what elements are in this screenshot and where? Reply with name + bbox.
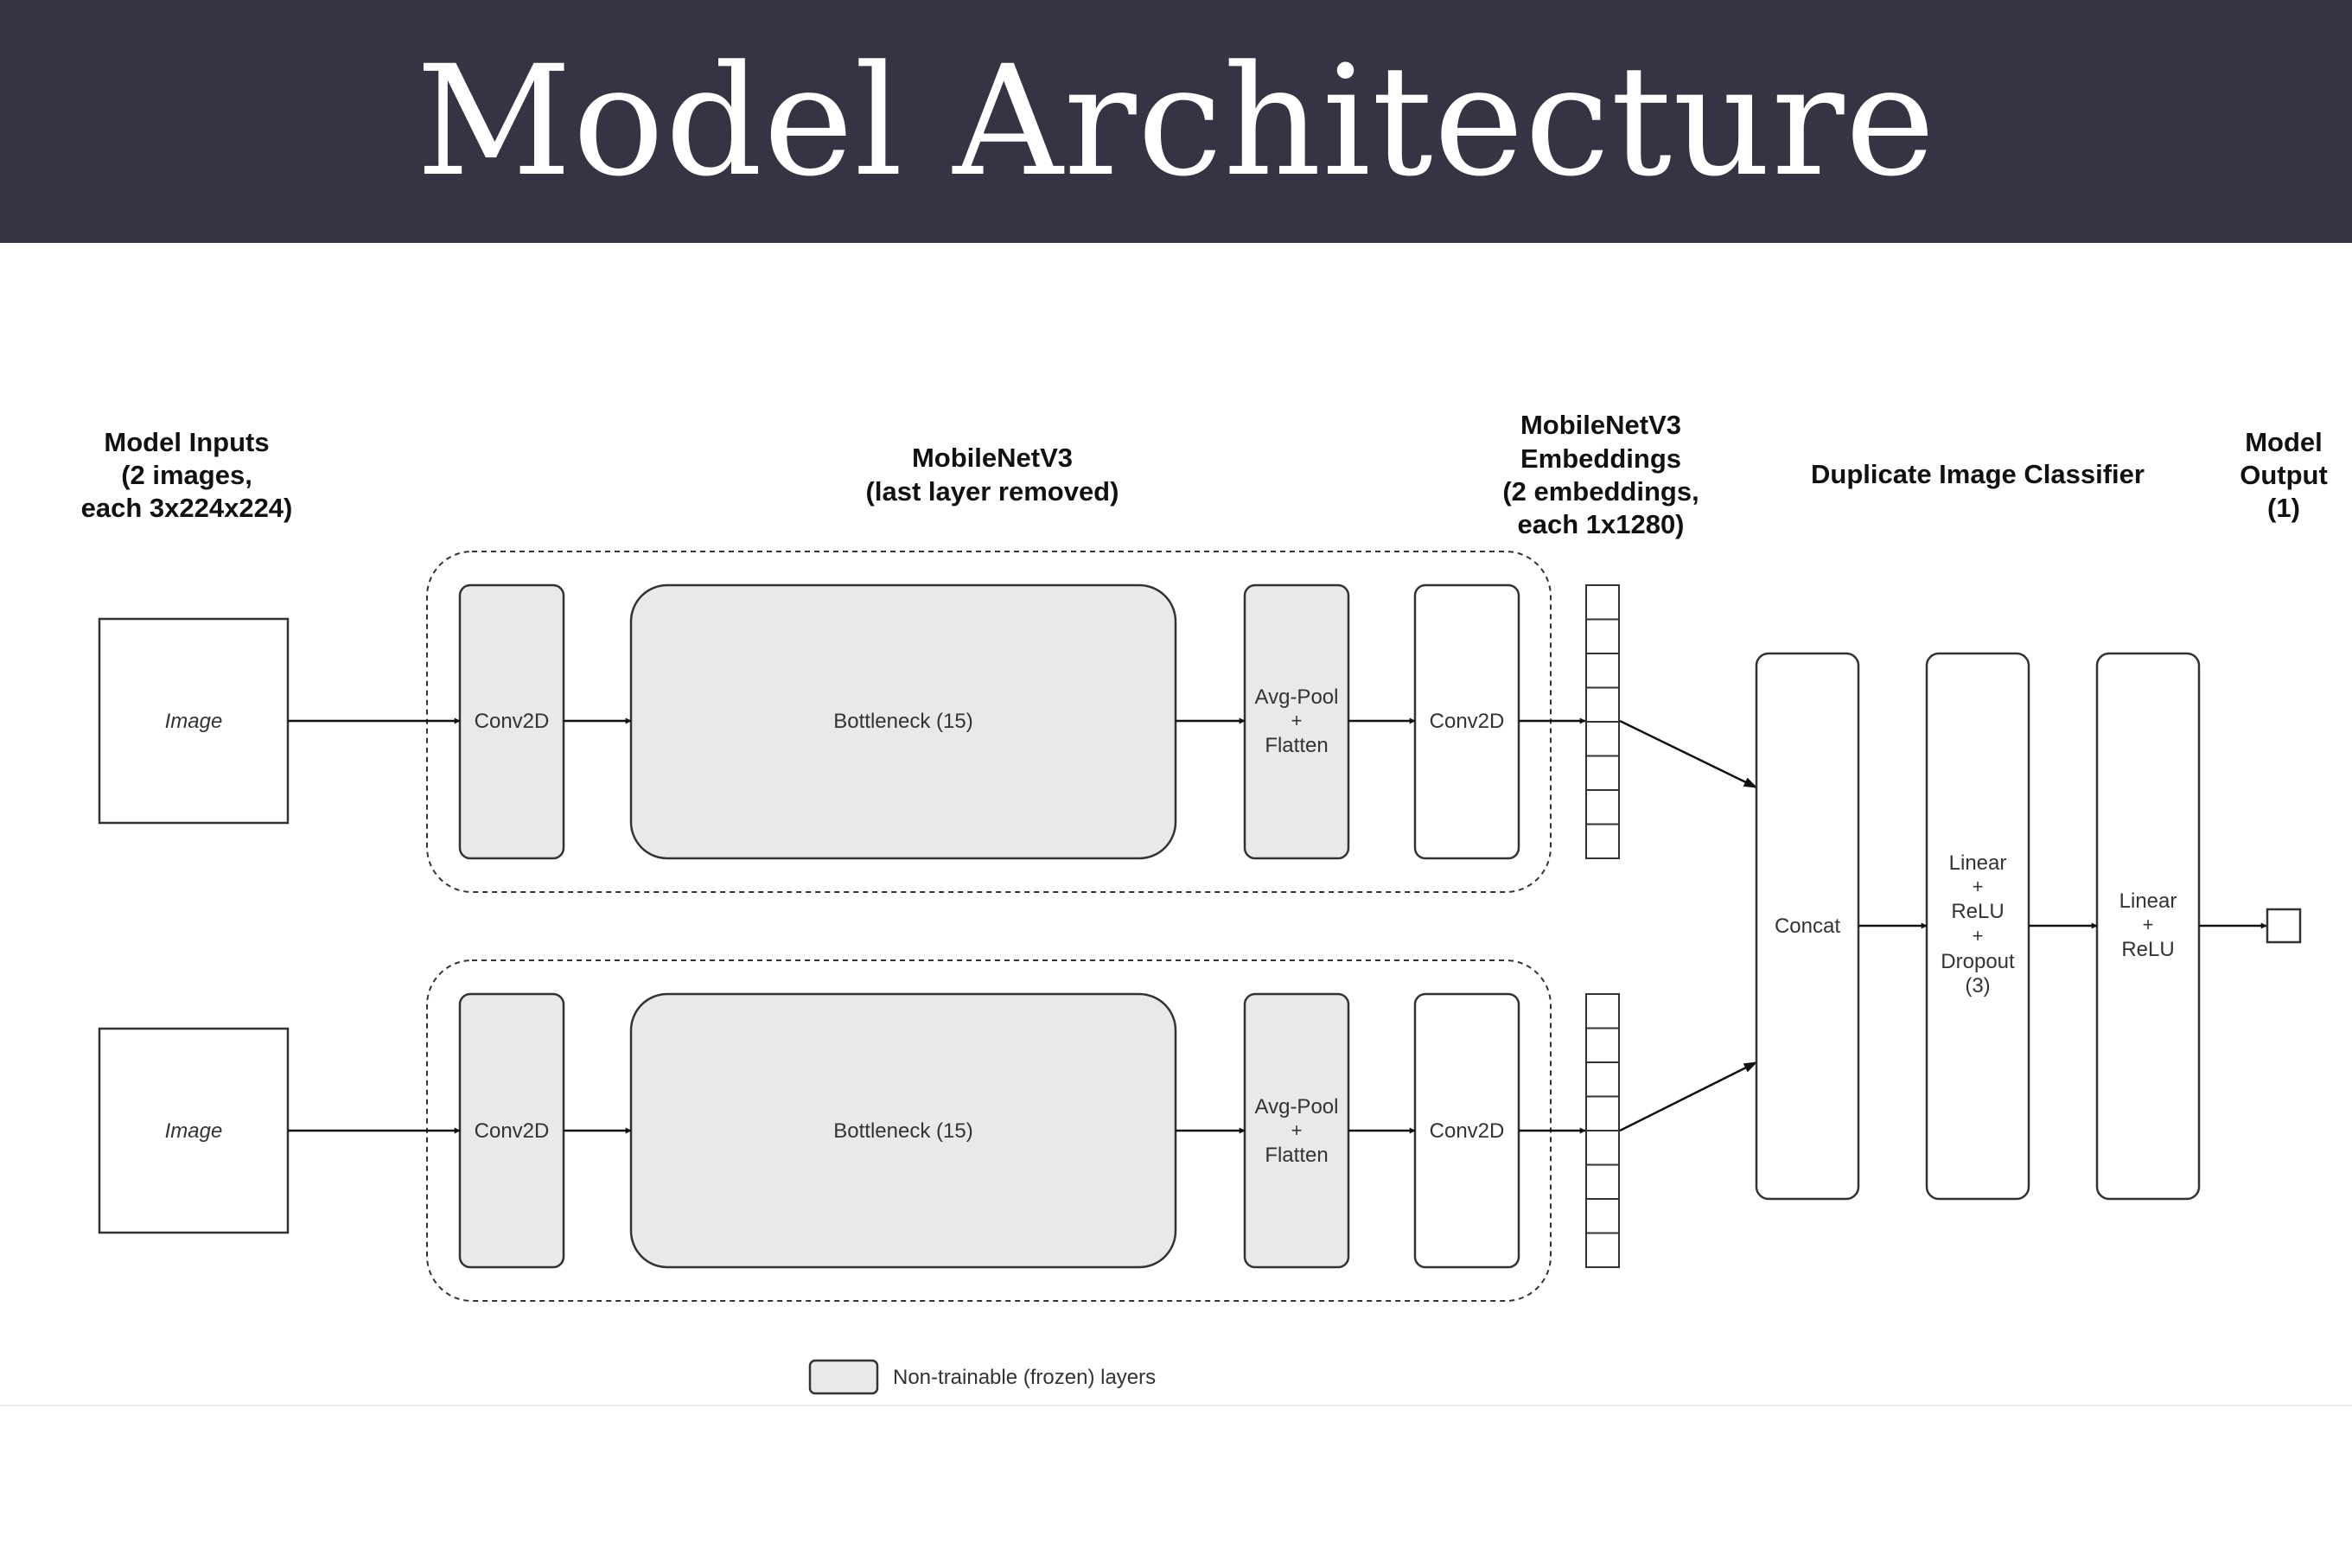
header-line: MobileNetV3 bbox=[1520, 410, 1681, 440]
node-label: ReLU bbox=[2121, 938, 2174, 961]
legend: Non-trainable (frozen) layers bbox=[808, 1359, 1156, 1395]
embedding-cell bbox=[1585, 823, 1620, 859]
node-label: Linear bbox=[1949, 851, 2007, 875]
legend-frozen-swatch bbox=[808, 1359, 879, 1395]
title-bar: Model Architecture bbox=[0, 0, 2352, 243]
input-image-1 bbox=[98, 617, 290, 825]
node-label: Dropout bbox=[1941, 950, 2015, 973]
edge-arrow bbox=[1619, 1061, 1758, 1132]
header-line: Output bbox=[2240, 460, 2328, 490]
node-label: Avg-Pool bbox=[1255, 1095, 1339, 1119]
header-line: MobileNetV3 bbox=[912, 443, 1073, 473]
header-line: each 1x1280) bbox=[1517, 509, 1684, 539]
node-label: Bottleneck (15) bbox=[833, 710, 972, 733]
embedding-vector-1 bbox=[1585, 584, 1620, 859]
node-label: Linear bbox=[2119, 889, 2177, 913]
header-line: (2 embeddings, bbox=[1502, 476, 1699, 507]
header-line: Duplicate Image Classifier bbox=[1811, 459, 2145, 489]
embedding-cell bbox=[1585, 1095, 1620, 1131]
embedding-cell bbox=[1585, 1163, 1620, 1200]
node-label: Image bbox=[165, 710, 223, 733]
header-model-inputs: Model Inputs (2 images, each 3x224x224) bbox=[81, 427, 293, 523]
header-line: (last layer removed) bbox=[866, 476, 1119, 507]
legend-label: Non-trainable (frozen) layers bbox=[893, 1366, 1156, 1389]
header-embeddings: MobileNetV3 Embeddings (2 embeddings, ea… bbox=[1502, 410, 1699, 539]
architecture-diagram: Model Inputs (2 images, each 3x224x224) … bbox=[81, 410, 2328, 1395]
embedding-vector-2 bbox=[1585, 993, 1620, 1268]
embedding-cell bbox=[1585, 1232, 1620, 1268]
header-line: (2 images, bbox=[121, 460, 252, 490]
embedding-cell bbox=[1585, 755, 1620, 791]
embedding-cell bbox=[1585, 789, 1620, 825]
embedding-cell bbox=[1585, 721, 1620, 757]
edge-arrow bbox=[1619, 719, 1758, 789]
node-label: + bbox=[1291, 1119, 1303, 1141]
footer-divider bbox=[0, 1405, 2352, 1406]
node-label: Image bbox=[165, 1119, 223, 1143]
page-title: Model Architecture bbox=[416, 33, 1936, 210]
embedding-cell bbox=[1585, 686, 1620, 723]
embedding-cell bbox=[1585, 618, 1620, 654]
embedding-cell bbox=[1585, 1198, 1620, 1234]
input-image-2 bbox=[98, 1027, 290, 1234]
header-model-output: Model Output (1) bbox=[2240, 427, 2328, 523]
node-label: (3) bbox=[1965, 974, 1990, 998]
node-label: Conv2D bbox=[475, 1119, 550, 1143]
node-label: Conv2D bbox=[1430, 710, 1505, 733]
model-output-node bbox=[2266, 908, 2302, 944]
embedding-cell bbox=[1585, 993, 1620, 1029]
header-line: Model bbox=[2245, 427, 2323, 457]
header-line: Embeddings bbox=[1520, 443, 1681, 474]
node-label: + bbox=[2143, 914, 2154, 935]
node-label: Conv2D bbox=[475, 710, 550, 733]
embedding-cell bbox=[1585, 584, 1620, 621]
embedding-cell bbox=[1585, 1061, 1620, 1098]
embedding-cell bbox=[1585, 653, 1620, 689]
header-mobilenet: MobileNetV3 (last layer removed) bbox=[866, 443, 1119, 507]
header-line: Model Inputs bbox=[104, 427, 269, 457]
node-label: Flatten bbox=[1265, 734, 1328, 757]
branch-1: Image Conv2D Bottleneck (15) Avg-Pool + … bbox=[98, 551, 1620, 893]
branch-2: Image Conv2D Bottleneck (15) Avg-Pool + … bbox=[98, 959, 1620, 1302]
node-label: Flatten bbox=[1265, 1144, 1328, 1167]
embedding-cell bbox=[1585, 1027, 1620, 1063]
node-label: + bbox=[1973, 876, 1984, 897]
node-label: + bbox=[1291, 710, 1303, 731]
header-line: each 3x224x224) bbox=[81, 493, 293, 523]
node-label: Avg-Pool bbox=[1255, 685, 1339, 709]
node-label: Conv2D bbox=[1430, 1119, 1505, 1143]
node-label: Bottleneck (15) bbox=[833, 1119, 972, 1143]
header-classifier: Duplicate Image Classifier bbox=[1811, 459, 2145, 489]
header-line: (1) bbox=[2267, 493, 2300, 523]
node-label: ReLU bbox=[1951, 900, 2004, 923]
node-label: + bbox=[1973, 925, 1984, 947]
embedding-cell bbox=[1585, 1130, 1620, 1166]
duplicate-image-classifier: Concat Linear + ReLU + Dropout (3) Linea… bbox=[1619, 652, 2302, 1201]
node-label: Concat bbox=[1775, 915, 1840, 938]
